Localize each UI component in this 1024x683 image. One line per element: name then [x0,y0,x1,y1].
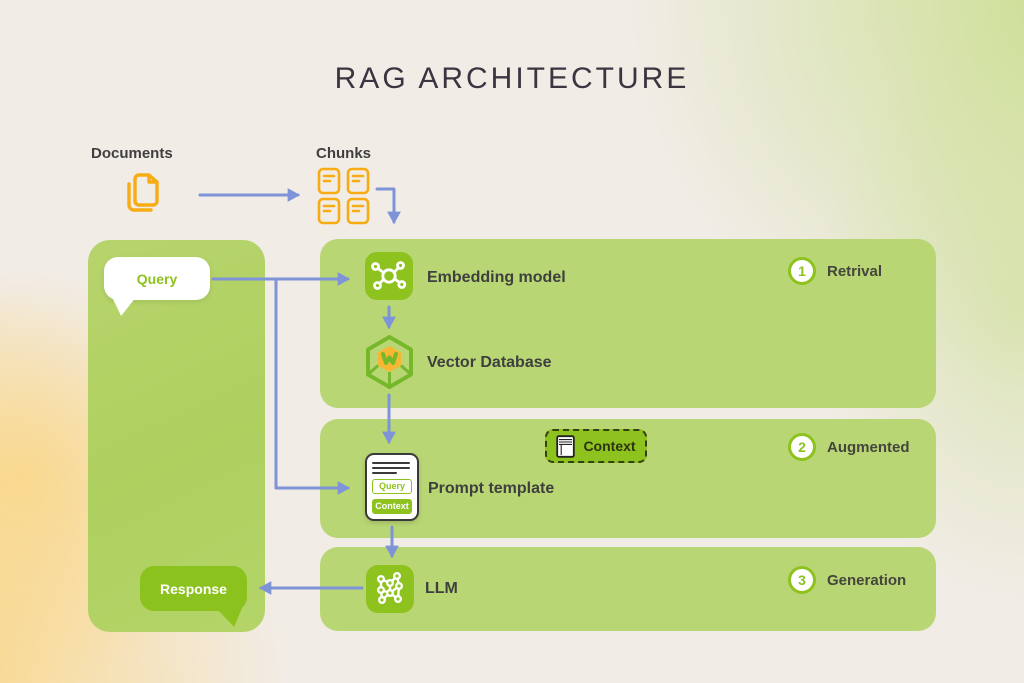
stage-augmented: 2 Augmented [788,433,910,461]
embedding-model-label: Embedding model [427,269,566,286]
neural-network-icon [366,565,414,613]
prompt-template-card: Query Context [365,453,419,521]
card-text-line [372,462,410,464]
vector-database-label: Vector Database [427,354,552,371]
stage-retrieval: 1 Retrival [788,257,882,285]
network-hub-icon [365,252,413,300]
stage-2-label: Augmented [827,438,910,456]
context-badge: Context [545,429,647,463]
stage-3-number-badge: 3 [788,566,816,594]
context-badge-label: Context [583,438,636,454]
chunks-label: Chunks [316,145,372,162]
card-query-chip: Query [372,479,412,494]
stacked-documents-icon [116,168,168,220]
retrieval-panel [320,239,936,408]
stage-generation: 3 Generation [788,566,906,594]
prompt-template-label: Prompt template [428,480,555,497]
query-bubble: Query [104,257,210,300]
stage-1-number-badge: 1 [788,257,816,285]
generation-panel [320,547,936,631]
query-bubble-label: Query [136,270,178,287]
card-text-line [372,467,410,469]
response-bubble-label: Response [160,580,227,597]
stage-3-label: Generation [827,571,907,589]
note-icon [556,434,576,458]
documents-label: Documents [91,145,173,162]
card-text-line [372,472,397,474]
stage-1-label: Retrival [827,262,883,280]
stage-2-number-badge: 2 [788,433,816,461]
hexagon-database-icon [363,332,416,391]
response-bubble: Response [140,566,247,611]
document-chunks-icon [317,167,371,225]
card-context-chip: Context [372,499,412,514]
page-title: RAG ARCHITECTURE [334,62,690,95]
llm-label: LLM [425,580,458,597]
